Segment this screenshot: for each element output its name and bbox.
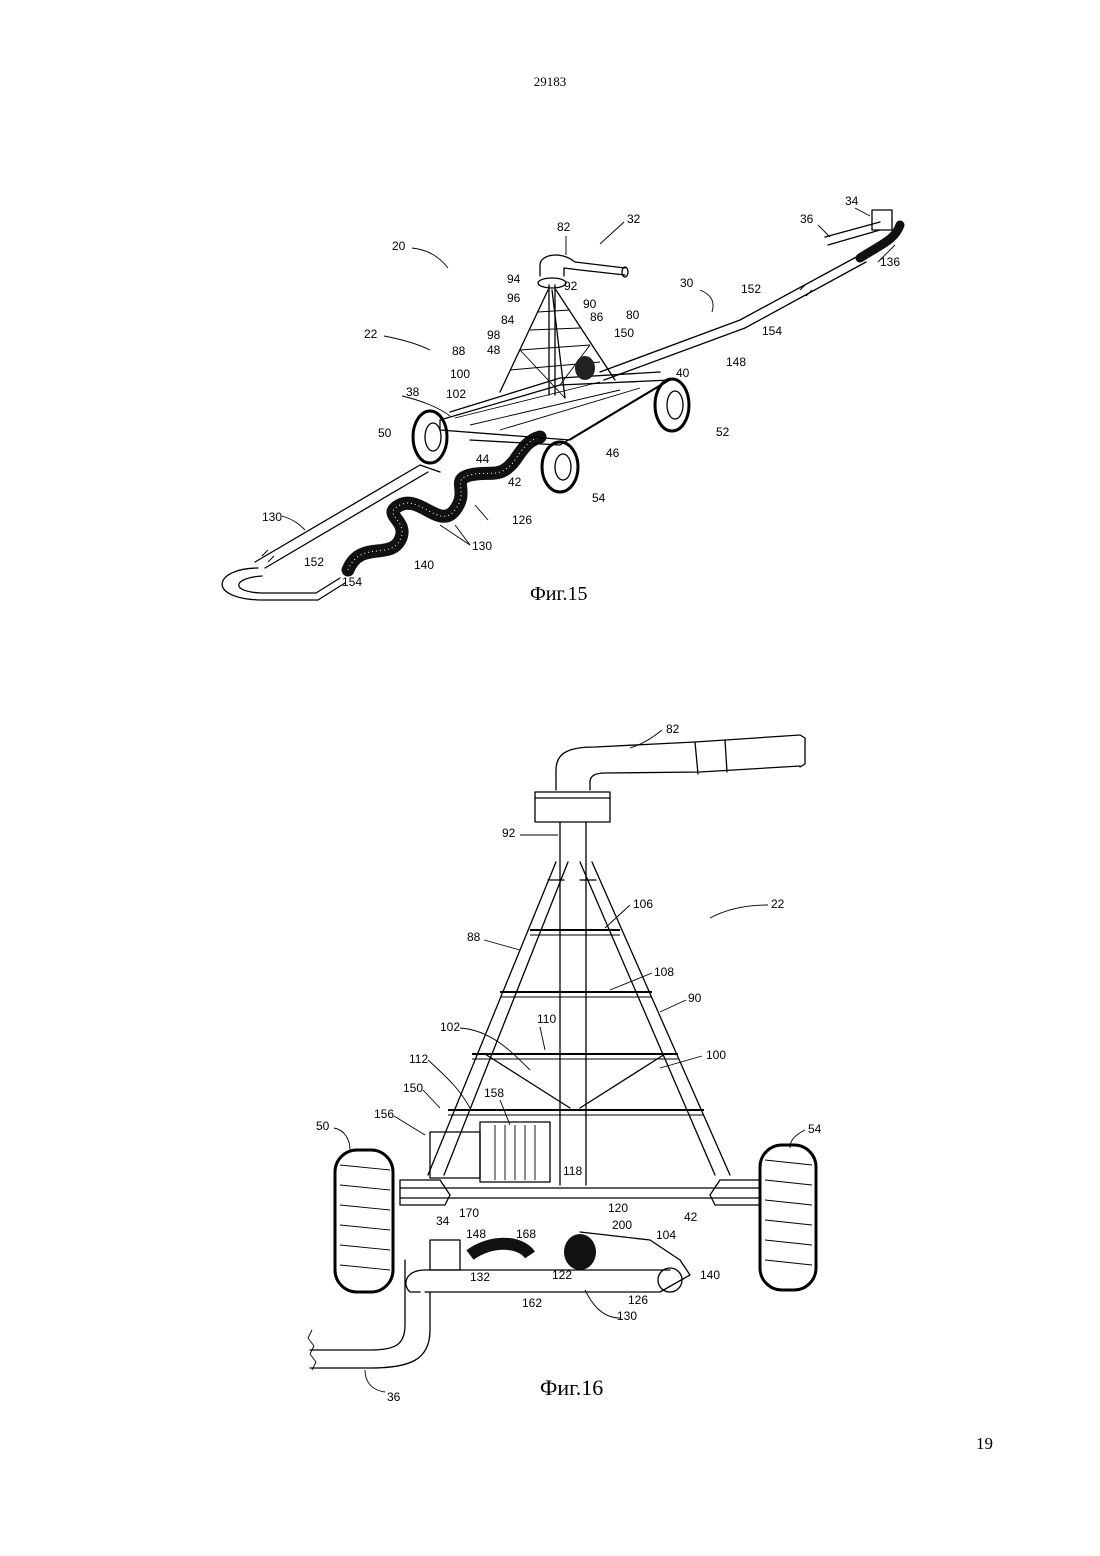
fig15-label: 22 xyxy=(364,327,378,341)
figure-15-drawing xyxy=(222,210,900,600)
fig16-label: 82 xyxy=(666,722,680,736)
fig15-label: 52 xyxy=(716,425,730,439)
fig16-label: 170 xyxy=(459,1206,479,1220)
fig16-label: 168 xyxy=(516,1227,536,1241)
fig16-label: 130 xyxy=(617,1309,637,1323)
fig16-label: 140 xyxy=(700,1268,720,1282)
figure-15-labels: 20 22 82 32 94 92 96 90 84 86 80 98 150 … xyxy=(262,194,900,589)
fig16-label: 132 xyxy=(470,1270,490,1284)
fig16-label: 158 xyxy=(484,1086,504,1100)
fig15-label: 126 xyxy=(512,513,532,527)
fig15-label: 82 xyxy=(557,220,571,234)
fig15-label: 154 xyxy=(762,324,782,338)
fig16-label: 34 xyxy=(436,1214,450,1228)
fig15-label: 80 xyxy=(626,308,640,322)
wheel-54-icon xyxy=(760,1145,816,1290)
fig16-label: 126 xyxy=(628,1293,648,1307)
fig16-label: 88 xyxy=(467,930,481,944)
fig15-label: 40 xyxy=(676,366,690,380)
wheel-50-icon xyxy=(413,411,447,463)
fig16-label: 54 xyxy=(808,1122,822,1136)
fig15-label: 32 xyxy=(627,212,641,226)
wheel-50-icon xyxy=(335,1150,393,1292)
fig15-label: 148 xyxy=(726,355,746,369)
fig15-label: 154 xyxy=(342,575,362,589)
fig15-label: 88 xyxy=(452,344,466,358)
fig15-label: 20 xyxy=(392,239,406,253)
fig16-label: 156 xyxy=(374,1107,394,1121)
fig15-label: 36 xyxy=(800,212,814,226)
fig16-label: 148 xyxy=(466,1227,486,1241)
fig15-label: 50 xyxy=(378,426,392,440)
fig16-caption: Фиг.16 xyxy=(540,1375,603,1400)
fig15-label: 96 xyxy=(507,291,521,305)
fig15-label: 100 xyxy=(450,367,470,381)
fig15-label: 46 xyxy=(606,446,620,460)
fig16-label: 122 xyxy=(552,1268,572,1282)
wheel-54-icon xyxy=(542,442,578,492)
fig15-label: 34 xyxy=(845,194,859,208)
fig16-label: 120 xyxy=(608,1201,628,1215)
fig15-label: 152 xyxy=(304,555,324,569)
fig16-label: 110 xyxy=(537,1012,556,1026)
fig16-label: 102 xyxy=(440,1020,460,1034)
fig15-label: 130 xyxy=(262,510,282,524)
fig16-label: 50 xyxy=(316,1119,330,1133)
fig16-label: 162 xyxy=(522,1296,542,1310)
fig16-label: 36 xyxy=(387,1390,401,1404)
fig16-label: 118 xyxy=(563,1164,582,1178)
fig15-label: 44 xyxy=(476,452,490,466)
fig15-label: 90 xyxy=(583,297,597,311)
fig15-label: 150 xyxy=(614,326,634,340)
fig15-label: 140 xyxy=(414,558,434,572)
figure-16-labels: 82 92 106 22 88 108 90 110 102 100 112 1… xyxy=(316,722,822,1404)
fig15-label: 94 xyxy=(507,272,521,286)
fig16-label: 22 xyxy=(771,897,785,911)
fig15-label: 48 xyxy=(487,343,501,357)
fig15-label: 86 xyxy=(590,310,604,324)
fig15-label: 42 xyxy=(508,475,522,489)
fig15-label: 130 xyxy=(472,539,492,553)
fig16-label: 112 xyxy=(409,1052,428,1066)
fig15-label: 152 xyxy=(741,282,761,296)
fig16-label: 106 xyxy=(633,897,653,911)
fig16-label: 150 xyxy=(403,1081,423,1095)
fig16-label: 100 xyxy=(706,1048,726,1062)
wheel-52-icon xyxy=(655,379,689,431)
fig15-label: 30 xyxy=(680,276,694,290)
fig15-label: 98 xyxy=(487,328,501,342)
fig15-caption: Фиг.15 xyxy=(530,583,587,605)
fig16-label: 42 xyxy=(684,1210,698,1224)
fig16-label: 108 xyxy=(654,965,674,979)
fig15-label: 54 xyxy=(592,491,606,505)
fig16-label: 90 xyxy=(688,991,702,1005)
fig16-label: 92 xyxy=(502,826,516,840)
fig15-label: 92 xyxy=(564,279,578,293)
fig15-label: 84 xyxy=(501,313,515,327)
fig16-label: 200 xyxy=(612,1218,632,1232)
fig15-label: 38 xyxy=(406,385,420,399)
fig16-label: 104 xyxy=(656,1228,676,1242)
fig15-label: 102 xyxy=(446,387,466,401)
